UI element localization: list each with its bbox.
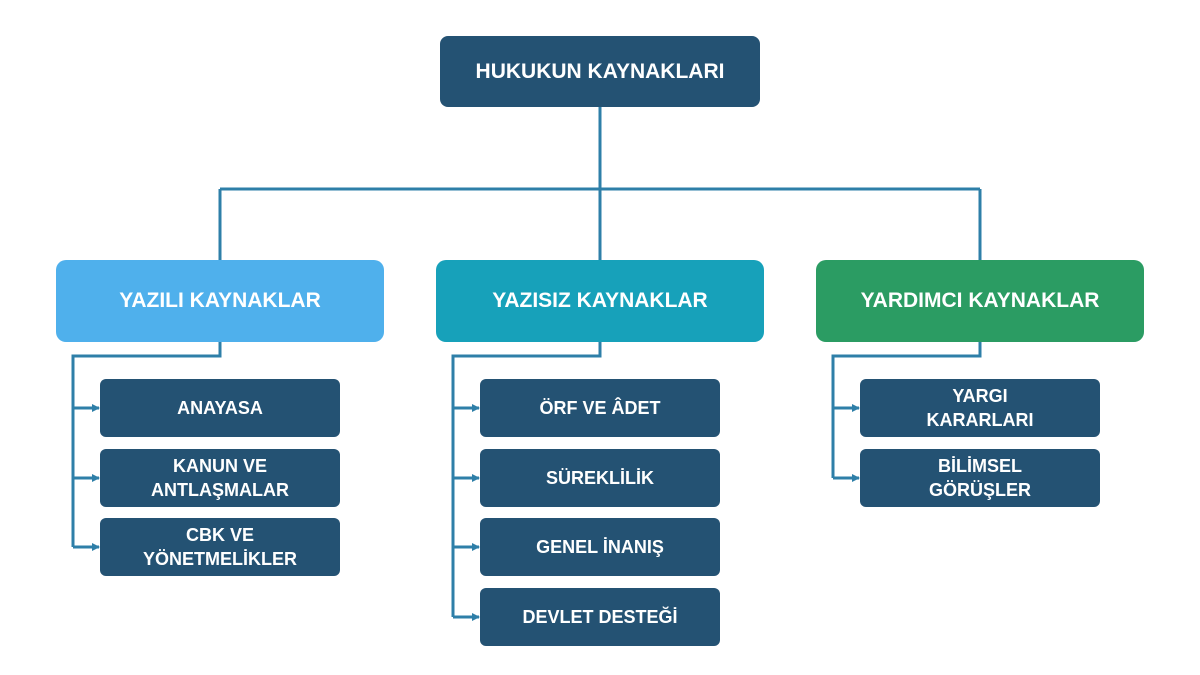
leaf-bilimsel-gorusler: BİLİMSEL GÖRÜŞLER	[860, 449, 1100, 507]
connector-written-trunk	[71, 342, 222, 547]
leaf-cbk-ve-yonetmelikler-label: CBK VE YÖNETMELİKLER	[142, 525, 297, 569]
leaf-yargi-kararlari-label: YARGI KARARLARI	[926, 386, 1034, 430]
leaf-genel-inanis: GENEL İNANIŞ	[480, 518, 720, 576]
connector-auxiliary-trunk	[831, 342, 982, 478]
leaf-devlet-destegi: DEVLET DESTEĞİ	[480, 588, 720, 646]
diagram-title: HUKUKUN KAYNAKLARI	[440, 36, 760, 107]
leaf-cbk-ve-yonetmelikler: CBK VE YÖNETMELİKLER	[100, 518, 340, 576]
connector-unwritten-trunk	[451, 342, 602, 617]
leaf-kanun-ve-antlasmalar-label: KANUN VE ANTLAŞMALAR	[151, 456, 289, 500]
category-unwritten-sources: YAZISIZ KAYNAKLAR	[436, 260, 764, 342]
leaf-sureklilik: SÜREKLİLİK	[480, 449, 720, 507]
leaf-anayasa: ANAYASA	[100, 379, 340, 437]
leaf-orf-ve-adet: ÖRF VE ÂDET	[480, 379, 720, 437]
leaf-bilimsel-gorusler-label: BİLİMSEL GÖRÜŞLER	[928, 456, 1031, 500]
category-written-sources: YAZILI KAYNAKLAR	[56, 260, 384, 342]
leaf-kanun-ve-antlasmalar: KANUN VE ANTLAŞMALAR	[100, 449, 340, 507]
leaf-yargi-kararlari: YARGI KARARLARI	[860, 379, 1100, 437]
category-auxiliary-sources: YARDIMCI KAYNAKLAR	[816, 260, 1144, 342]
